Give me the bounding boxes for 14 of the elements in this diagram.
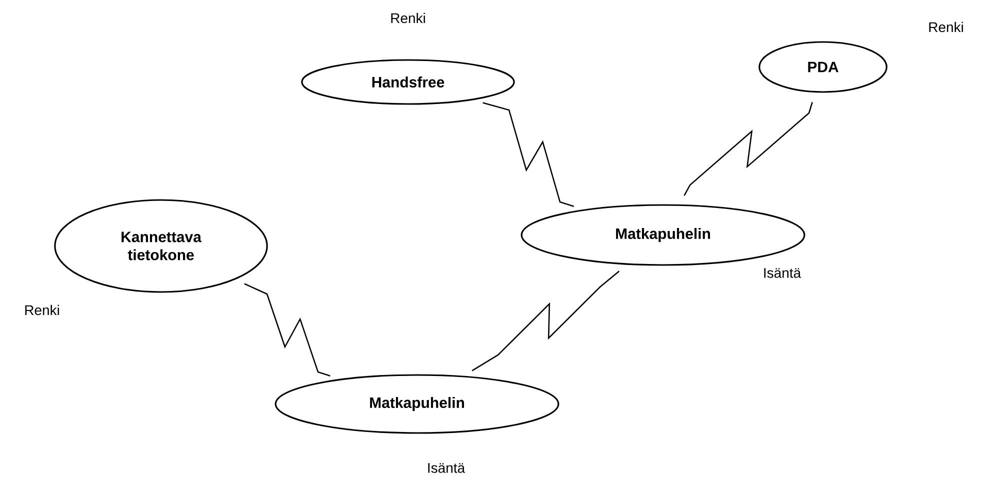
ellipse-node: Handsfree — [301, 59, 515, 105]
node-caption: Renki — [25, 304, 59, 316]
node-caption: Isäntä — [428, 463, 466, 473]
ellipse-node: Matkapuhelin — [520, 204, 806, 266]
lightning-link — [482, 102, 574, 208]
node-caption: Renki — [391, 12, 425, 24]
lightning-link — [472, 270, 620, 372]
ellipse-node: Kannettava tietokone — [54, 199, 268, 293]
lightning-link — [684, 102, 813, 196]
lightning-link — [244, 283, 330, 377]
ellipse-node: Matkapuhelin — [274, 374, 560, 434]
ellipse-node: PDA — [758, 41, 888, 93]
node-caption: Isäntä — [764, 268, 802, 278]
node-caption: Renki — [929, 22, 963, 32]
